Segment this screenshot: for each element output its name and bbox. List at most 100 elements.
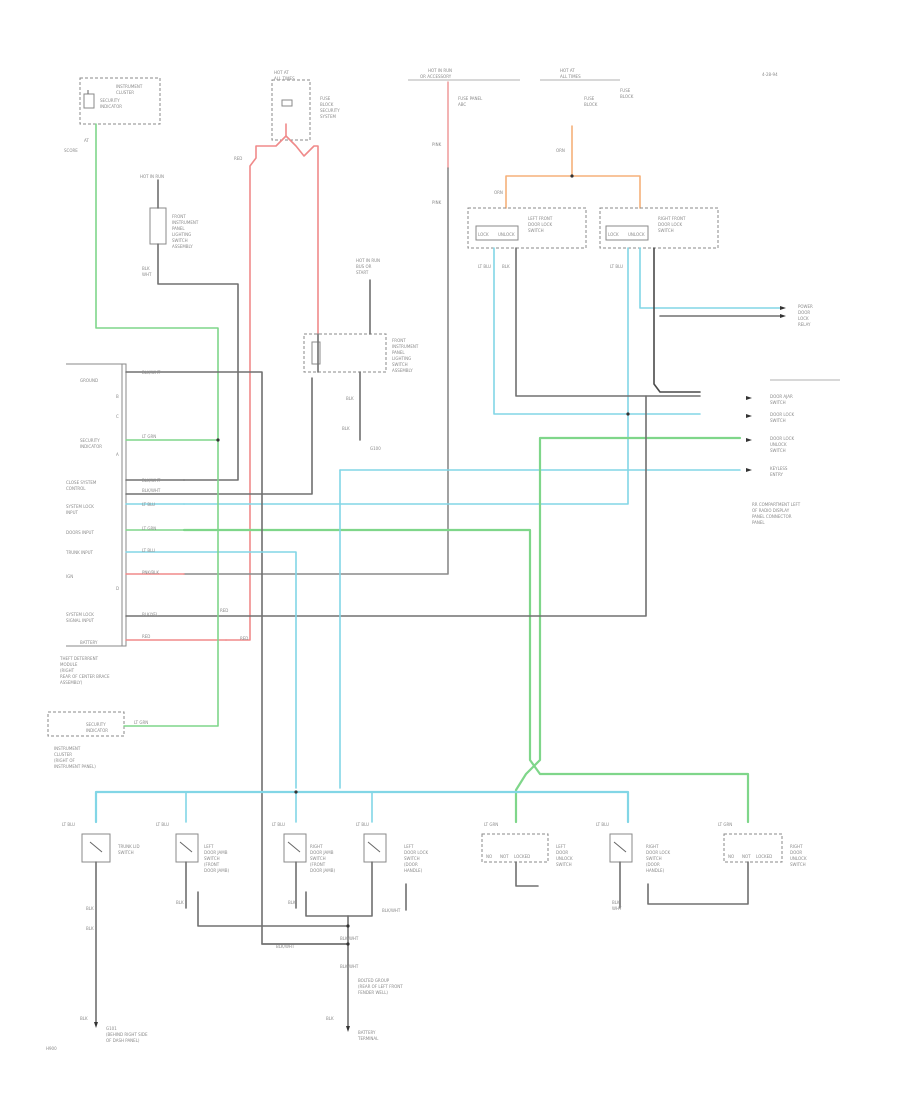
ground-g2: BLK BATTERY TERMINAL BOLTED GROUP (REAR … xyxy=(326,978,403,1041)
svg-text:REAR OF CENTER BRACE: REAR OF CENTER BRACE xyxy=(60,674,110,679)
hot-run-start: HOT IN RUN OR ACCESSORY HOT AT ALL TIMES… xyxy=(408,68,634,107)
svg-text:SWITCH: SWITCH xyxy=(770,448,786,453)
svg-text:BLK: BLK xyxy=(86,926,94,931)
svg-text:DOOR JAMB): DOOR JAMB) xyxy=(310,868,335,873)
svg-text:(DOOR: (DOOR xyxy=(404,862,418,867)
svg-text:SWITCH: SWITCH xyxy=(118,850,134,855)
svg-text:SWITCH: SWITCH xyxy=(528,228,544,233)
svg-text:SYSTEM LOCK: SYSTEM LOCK xyxy=(66,612,94,617)
svg-text:HOT IN RUN: HOT IN RUN xyxy=(428,68,452,73)
door-jamb-switches: TRUNK LID SWITCH LT BLU LEFT DOOR JAMB S… xyxy=(62,822,807,873)
svg-text:OF RADIO DISPLAY: OF RADIO DISPLAY xyxy=(752,508,790,513)
svg-text:DOOR LOCK: DOOR LOCK xyxy=(646,850,670,855)
svg-text:INSTRUMENT PANEL): INSTRUMENT PANEL) xyxy=(54,764,96,769)
svg-text:LIGHTING: LIGHTING xyxy=(172,232,191,237)
svg-text:FUSE: FUSE xyxy=(620,88,631,93)
switch-trunk-lid: TRUNK LID SWITCH LT BLU xyxy=(62,822,140,863)
svg-text:SWITCH: SWITCH xyxy=(392,362,408,367)
svg-text:KEYLESS: KEYLESS xyxy=(770,466,788,471)
svg-text:RIGHT: RIGHT xyxy=(310,844,323,849)
svg-text:OF DASH PANEL): OF DASH PANEL) xyxy=(106,1038,140,1043)
svg-text:TRUNK INPUT: TRUNK INPUT xyxy=(65,550,94,555)
svg-text:BLK: BLK xyxy=(612,900,620,905)
svg-text:CLUSTER: CLUSTER xyxy=(116,90,134,95)
svg-text:LOCKED: LOCKED xyxy=(514,854,530,859)
svg-text:UNLOCK: UNLOCK xyxy=(498,232,515,237)
svg-text:SECURITY: SECURITY xyxy=(320,108,340,113)
svg-text:BATTERY: BATTERY xyxy=(358,1030,376,1035)
svg-text:BLK: BLK xyxy=(176,900,184,905)
svg-text:RED: RED xyxy=(234,156,242,161)
svg-text:SECURITY: SECURITY xyxy=(80,438,100,443)
svg-text:NOT: NOT xyxy=(500,854,509,859)
wire-gray-unlock xyxy=(515,247,701,397)
fuse-block: HOT AT ALL TIMES FUSE BLOCK SECURITY SYS… xyxy=(271,70,340,141)
svg-text:HOT IN RUN: HOT IN RUN xyxy=(140,174,164,179)
svg-text:G100: G100 xyxy=(370,446,381,451)
svg-text:BLK: BLK xyxy=(142,266,150,271)
switch-left-door-jamb: LEFT DOOR JAMB SWITCH (FRONT DOOR JAMB) … xyxy=(156,822,229,873)
svg-text:DOOR LOCK: DOOR LOCK xyxy=(770,412,794,417)
svg-text:NOT: NOT xyxy=(742,854,751,859)
svg-text:BLK/WHT: BLK/WHT xyxy=(382,908,401,913)
svg-text:OR ACCESSORY: OR ACCESSORY xyxy=(420,74,452,79)
svg-text:RIGHT FRONT: RIGHT FRONT xyxy=(658,216,686,221)
svg-text:HOT AT: HOT AT xyxy=(274,70,289,75)
svg-text:GROUND: GROUND xyxy=(80,378,98,383)
svg-text:WHT: WHT xyxy=(612,906,622,911)
svg-text:FUSE PANEL: FUSE PANEL xyxy=(458,96,483,101)
svg-text:ORN: ORN xyxy=(556,148,565,153)
svg-text:BLK: BLK xyxy=(86,906,94,911)
svg-text:LT BLU: LT BLU xyxy=(596,822,609,827)
svg-text:UNLOCK: UNLOCK xyxy=(556,856,573,861)
svg-text:ASSEMBLY: ASSEMBLY xyxy=(172,244,193,249)
key-in-ignition-switch: HOT IN RUN FRONT INSTRUMENT PANEL LIGHTI… xyxy=(140,174,199,277)
svg-text:DOOR JAMB: DOOR JAMB xyxy=(204,850,228,855)
svg-text:BLK/WHT: BLK/WHT xyxy=(340,964,359,969)
svg-text:THEFT DETERRENT: THEFT DETERRENT xyxy=(59,656,99,661)
svg-text:LT BLU: LT BLU xyxy=(610,264,623,269)
power-door-relay: POWER DOOR LOCK RELAY xyxy=(780,304,813,327)
svg-text:RR COMPARTMENT LEFT: RR COMPARTMENT LEFT xyxy=(752,502,801,507)
svg-text:RED: RED xyxy=(220,608,228,613)
svg-text:LT GRN: LT GRN xyxy=(484,822,498,827)
svg-text:CLUSTER: CLUSTER xyxy=(54,752,72,757)
door-lock-switch-left[interactable]: LOCK UNLOCK LEFT FRONT DOOR LOCK SWITCH xyxy=(467,207,587,249)
svg-text:BLK/YEL: BLK/YEL xyxy=(142,612,159,617)
svg-text:DOOR: DOOR xyxy=(790,850,802,855)
svg-text:SWITCH: SWITCH xyxy=(204,856,220,861)
svg-text:ORN: ORN xyxy=(494,190,503,195)
security-indicator: SECURITY INDICATOR INSTRUMENT CLUSTER (R… xyxy=(47,711,125,769)
svg-text:H900: H900 xyxy=(46,1046,57,1051)
svg-text:UNLOCK: UNLOCK xyxy=(790,856,807,861)
svg-text:INSTRUMENT: INSTRUMENT xyxy=(392,344,419,349)
svg-text:DOOR: DOOR xyxy=(798,310,810,315)
security-indicator-connector: SECURITY INDICATOR INSTRUMENT CLUSTER xyxy=(79,77,161,125)
svg-text:BLK: BLK xyxy=(80,1016,88,1021)
svg-text:(RIGHT OF: (RIGHT OF xyxy=(54,758,75,763)
central-module: GROUND SECURITY INDICATOR CLOSE SYSTEM C… xyxy=(59,363,127,685)
svg-text:LT GRN: LT GRN xyxy=(718,822,732,827)
switch-left-unlock: NO NOT LOCKED LEFT DOOR UNLOCK SWITCH LT… xyxy=(481,822,573,867)
svg-text:BLOCK: BLOCK xyxy=(320,102,334,107)
svg-text:BLK/WHT: BLK/WHT xyxy=(142,478,161,483)
svg-text:UNLOCK: UNLOCK xyxy=(628,232,645,237)
svg-text:LOCK: LOCK xyxy=(478,232,489,237)
svg-text:PANEL: PANEL xyxy=(172,226,185,231)
svg-text:INPUT: INPUT xyxy=(66,510,79,515)
svg-text:DOOR LOCK: DOOR LOCK xyxy=(658,222,682,227)
svg-text:LEFT: LEFT xyxy=(204,844,214,849)
svg-text:CLOSE SYSTEM: CLOSE SYSTEM xyxy=(66,480,97,485)
switch-right-door-lock: RIGHT DOOR LOCK SWITCH (DOOR HANDLE) LT … xyxy=(596,822,670,873)
svg-text:SECURITY: SECURITY xyxy=(86,722,106,727)
door-lock-switch-right[interactable]: LOCK UNLOCK RIGHT FRONT DOOR LOCK SWITCH xyxy=(599,207,719,249)
svg-text:FRONT: FRONT xyxy=(392,338,406,343)
svg-text:(RIGHT: (RIGHT xyxy=(60,668,75,673)
svg-text:PANEL: PANEL xyxy=(392,350,405,355)
svg-text:SIGNAL INPUT: SIGNAL INPUT xyxy=(66,618,95,623)
svg-text:FRONT: FRONT xyxy=(172,214,186,219)
svg-text:(DOOR: (DOOR xyxy=(646,862,660,867)
svg-text:LT BLU: LT BLU xyxy=(142,502,155,507)
svg-text:CONTROL: CONTROL xyxy=(66,486,86,491)
svg-text:RED: RED xyxy=(240,636,248,641)
